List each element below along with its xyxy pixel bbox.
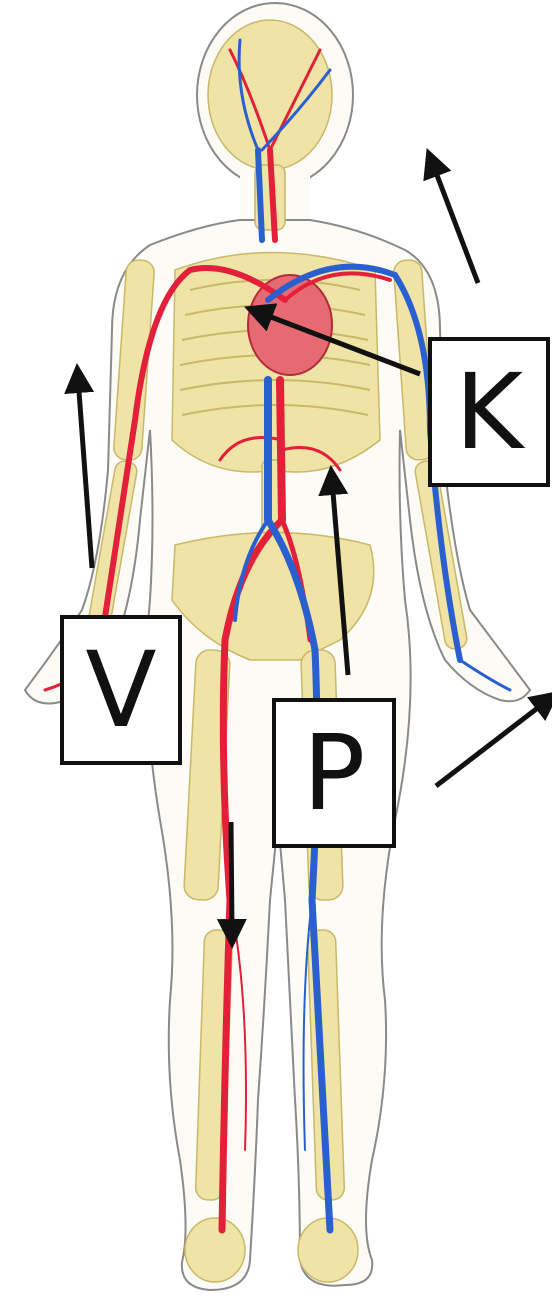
label-k-text: K — [455, 360, 523, 464]
label-p: P — [272, 698, 396, 848]
arrow-to-hand — [436, 700, 548, 786]
label-v-text: V — [85, 638, 156, 742]
label-p-text: P — [303, 721, 366, 825]
arrow-up-arm — [78, 378, 92, 568]
label-k: K — [428, 337, 550, 487]
arrow-up-shoulder — [432, 162, 478, 283]
arrow-down-leg — [231, 822, 232, 934]
label-v: V — [60, 615, 182, 765]
